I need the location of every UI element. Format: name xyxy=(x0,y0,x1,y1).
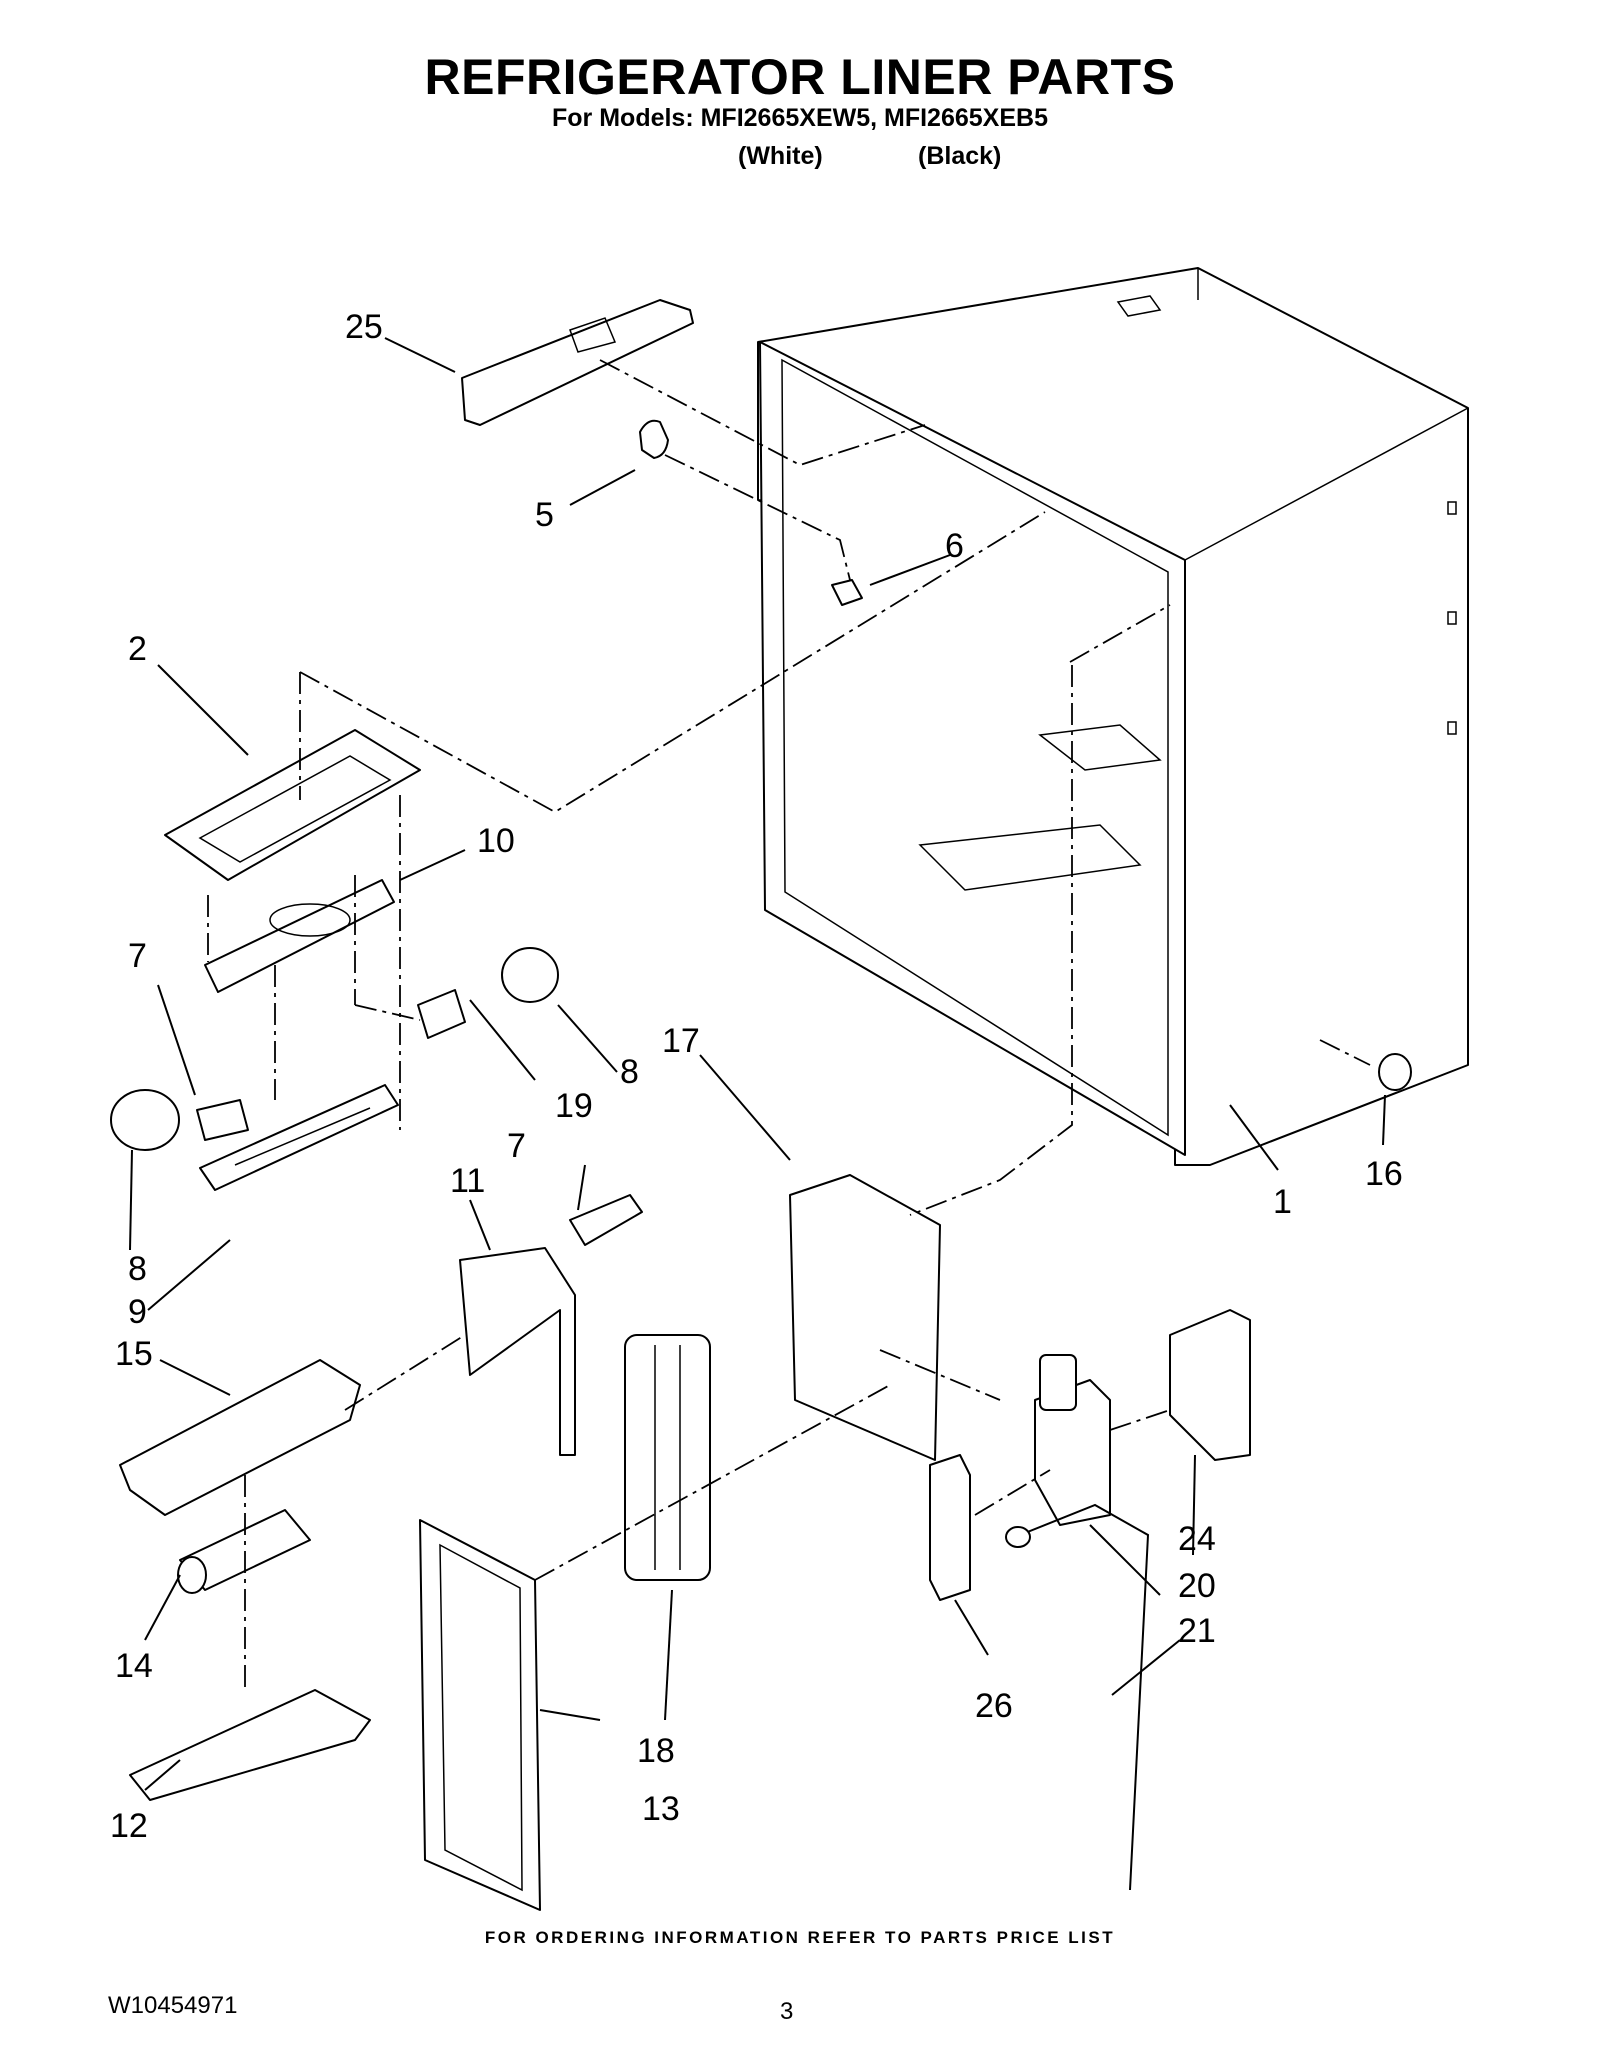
callout-18: 18 xyxy=(637,1732,675,1770)
assembly-lines xyxy=(207,359,1371,1690)
callout-11: 11 xyxy=(450,1162,485,1200)
callout-24: 21 xyxy=(1178,1612,1216,1650)
callout-26: 26 xyxy=(975,1687,1013,1725)
part-5 xyxy=(639,419,669,459)
part-26 xyxy=(929,1454,971,1601)
page-number: 3 xyxy=(780,1998,794,2025)
part-25 xyxy=(1169,1309,1251,1461)
callout-9: 9 xyxy=(128,1293,147,1331)
part-19 xyxy=(569,1194,643,1246)
callout-15: 15 xyxy=(115,1335,153,1373)
part-13 xyxy=(419,1519,541,1911)
part-24 xyxy=(1005,1503,1150,1891)
document-number: W10454971 xyxy=(108,1992,238,2019)
part-18 xyxy=(624,1334,711,1581)
leader-arrows xyxy=(129,337,1386,1791)
callout-7-upper: 7 xyxy=(128,937,147,975)
callout-5: 5 xyxy=(535,496,554,534)
part-12 xyxy=(129,1689,371,1801)
part-17 xyxy=(789,1174,941,1461)
callout-20: 20 xyxy=(1178,1567,1216,1605)
callout-6: 6 xyxy=(945,527,964,565)
part-16 xyxy=(1378,1053,1412,1091)
callout-25: 24 xyxy=(1178,1520,1216,1558)
callout-10: 10 xyxy=(477,822,515,860)
part-14 xyxy=(177,1509,311,1594)
callout-1: 1 xyxy=(1273,1183,1292,1221)
part-20 xyxy=(1034,1354,1111,1526)
variant-white: (White) xyxy=(738,142,823,170)
part-10 xyxy=(204,879,395,993)
variant-black: (Black) xyxy=(918,142,1002,170)
callout-21: 25 xyxy=(345,308,383,346)
callout-17: 17 xyxy=(662,1022,700,1060)
callout-7-lower: 7 xyxy=(507,1127,526,1165)
liner-box-part xyxy=(757,267,1469,1166)
callout-13: 13 xyxy=(642,1790,680,1828)
callout-14: 14 xyxy=(115,1647,153,1685)
callout-2: 2 xyxy=(128,630,147,668)
part-7-lower xyxy=(417,989,466,1039)
part-8-right-bulb xyxy=(501,947,559,1003)
callout-16: 16 xyxy=(1365,1155,1403,1193)
callout-8-right: 8 xyxy=(620,1053,639,1091)
part-7-upper xyxy=(196,1099,249,1141)
part-21 xyxy=(461,299,694,426)
callout-19: 19 xyxy=(555,1087,593,1125)
part-6 xyxy=(831,579,863,606)
callout-12: 12 xyxy=(110,1807,148,1845)
ordering-note: FOR ORDERING INFORMATION REFER TO PARTS … xyxy=(484,1928,1116,1947)
callout-8-left: 8 xyxy=(128,1250,147,1288)
part-11 xyxy=(459,1247,576,1456)
part-2 xyxy=(164,729,421,881)
callout-labels: 25 5 6 2 10 7 8 17 19 7 11 16 1 8 9 15 2… xyxy=(110,308,1403,1845)
part-8-left-bulb xyxy=(110,1089,180,1151)
page-title: REFRIGERATOR LINER PARTS xyxy=(424,49,1176,105)
part-9 xyxy=(199,1084,399,1191)
models-line: For Models: MFI2665XEW5, MFI2665XEB5 xyxy=(552,104,1048,132)
part-15 xyxy=(119,1359,361,1516)
